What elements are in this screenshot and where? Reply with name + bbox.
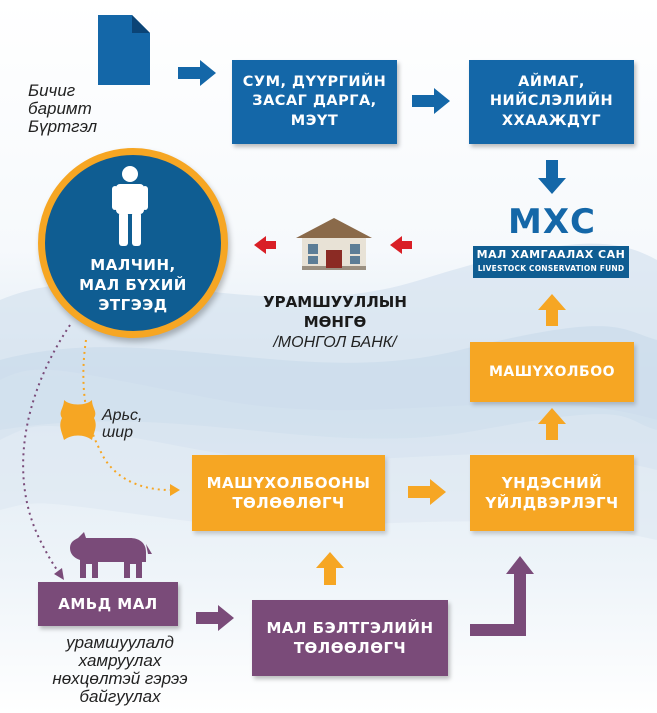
arrow-mashukholboo-to-mxc [538, 294, 566, 326]
bank-house-icon [296, 218, 372, 270]
mxc-logo-banner: МАЛ ХАМГААЛАХ САН LIVESTOCK CONSERVATION… [473, 246, 629, 278]
dotted-herder-to-animal [22, 324, 71, 575]
arrow-animal-to-preparation [196, 605, 234, 631]
person-icon [112, 166, 148, 246]
live-animal-box: АМЬД МАЛ [38, 582, 178, 626]
incentive-money-title: УРАМШУУЛЛЫН МӨНГӨ [263, 293, 407, 332]
mxc-logo-abbr: МХС [508, 202, 596, 242]
mongol-bank-note: /МОНГОЛ БАНК/ [273, 334, 397, 351]
document-registration-note: Бичиг баримт Бүртгэл [28, 81, 98, 136]
arrow-producer-to-mashukholboo [538, 408, 566, 440]
arrow-mxc-to-bank [390, 236, 412, 254]
arrow-preparation-to-plan [316, 552, 344, 585]
sum-district-governor-box: СУМ, ДҮҮРГИЙН ЗАСАГ ДАРГА, МЭҮТ [232, 60, 397, 144]
arrow-plan-to-producer [408, 479, 446, 505]
animal-hide-icon [60, 400, 96, 440]
arrow-doc-to-sum [178, 60, 216, 86]
cow-icon [70, 532, 152, 578]
mashukholboo-plan-box: МАШҮХОЛБООНЫ ТӨЛӨӨЛӨГЧ [192, 455, 385, 531]
mashukholboo-box: МАШҮХОЛБОО [470, 342, 634, 402]
hide-leather-note: Арьс, шир [102, 407, 143, 441]
document-icon [98, 15, 150, 85]
national-producer-box: ҮНДЭСНИЙ ҮЙЛДВЭРЛЭГЧ [470, 455, 634, 531]
arrow-aimag-to-mxc [538, 160, 566, 194]
dotted-herder-to-plan [82, 339, 171, 491]
mxc-name: МАЛ ХАМГААЛАХ САН [476, 247, 626, 261]
herder-label: МАЛЧИН, МАЛ БҮХИЙ ЭТГЭЭД [79, 255, 187, 315]
aimag-capital-agency-box: АЙМАГ, НИЙСЛЭЛИЙН ХХААЖДҮГ [469, 60, 634, 144]
arrow-bank-to-herder [254, 236, 276, 254]
arrow-preparation-to-producer [470, 556, 534, 636]
mxc-name-en: LIVESTOCK CONSERVATION FUND [477, 264, 625, 274]
arrow-sum-to-aimag [412, 88, 450, 114]
contract-condition-note: урамшуулалд хамруулах нөхцөлтэй гэрээ ба… [52, 633, 188, 706]
preparation-plan-box: МАЛ БЭЛТГЭЛИЙН ТӨЛӨӨЛӨГЧ [252, 600, 448, 676]
